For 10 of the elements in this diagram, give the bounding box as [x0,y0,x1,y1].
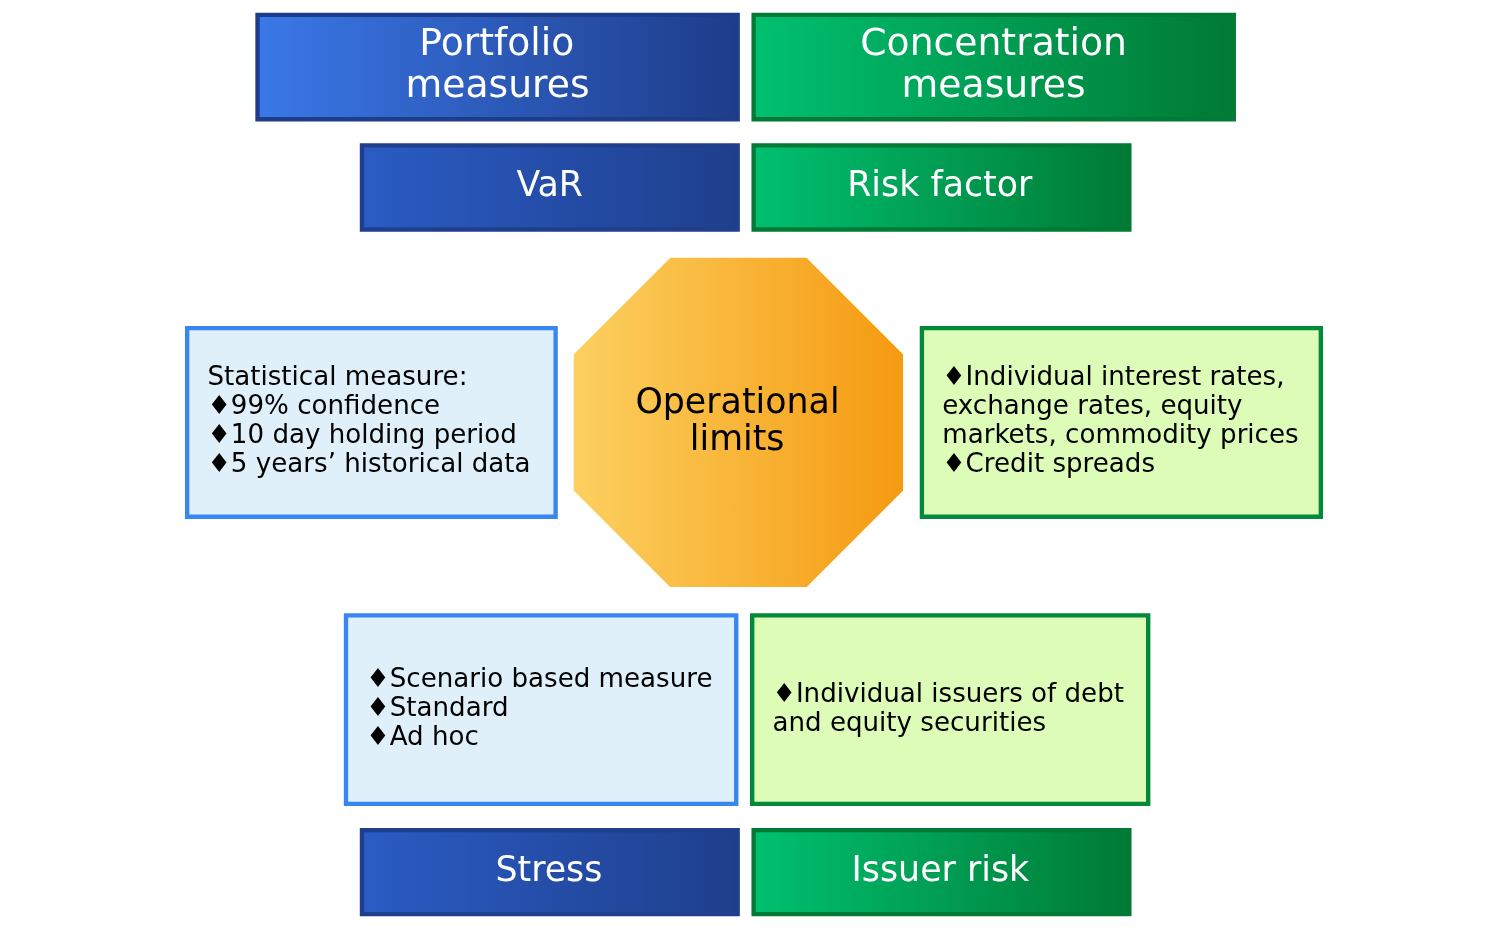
node-box: Concentration measures [751,12,1236,121]
node-box: VaR [359,142,740,232]
node-box: Portfolio measures [255,12,740,121]
node-box: ♦Scenario based measure ♦Standard ♦Ad hoc [343,612,739,806]
node-box: Statistical measure: ♦99% confidence ♦10 day holding period ♦5 years’ historical data [185,325,558,519]
node-box: ♦Individual issuers of debt and equity securities [750,612,1151,806]
node-box: Stress [359,827,740,916]
node-box: Risk factor [751,142,1132,232]
node-box: ♦Individual interest rates, exchange rates, equity markets, commodity prices ♦Credit spreads [919,325,1323,519]
node-box: Issuer risk [751,827,1132,916]
